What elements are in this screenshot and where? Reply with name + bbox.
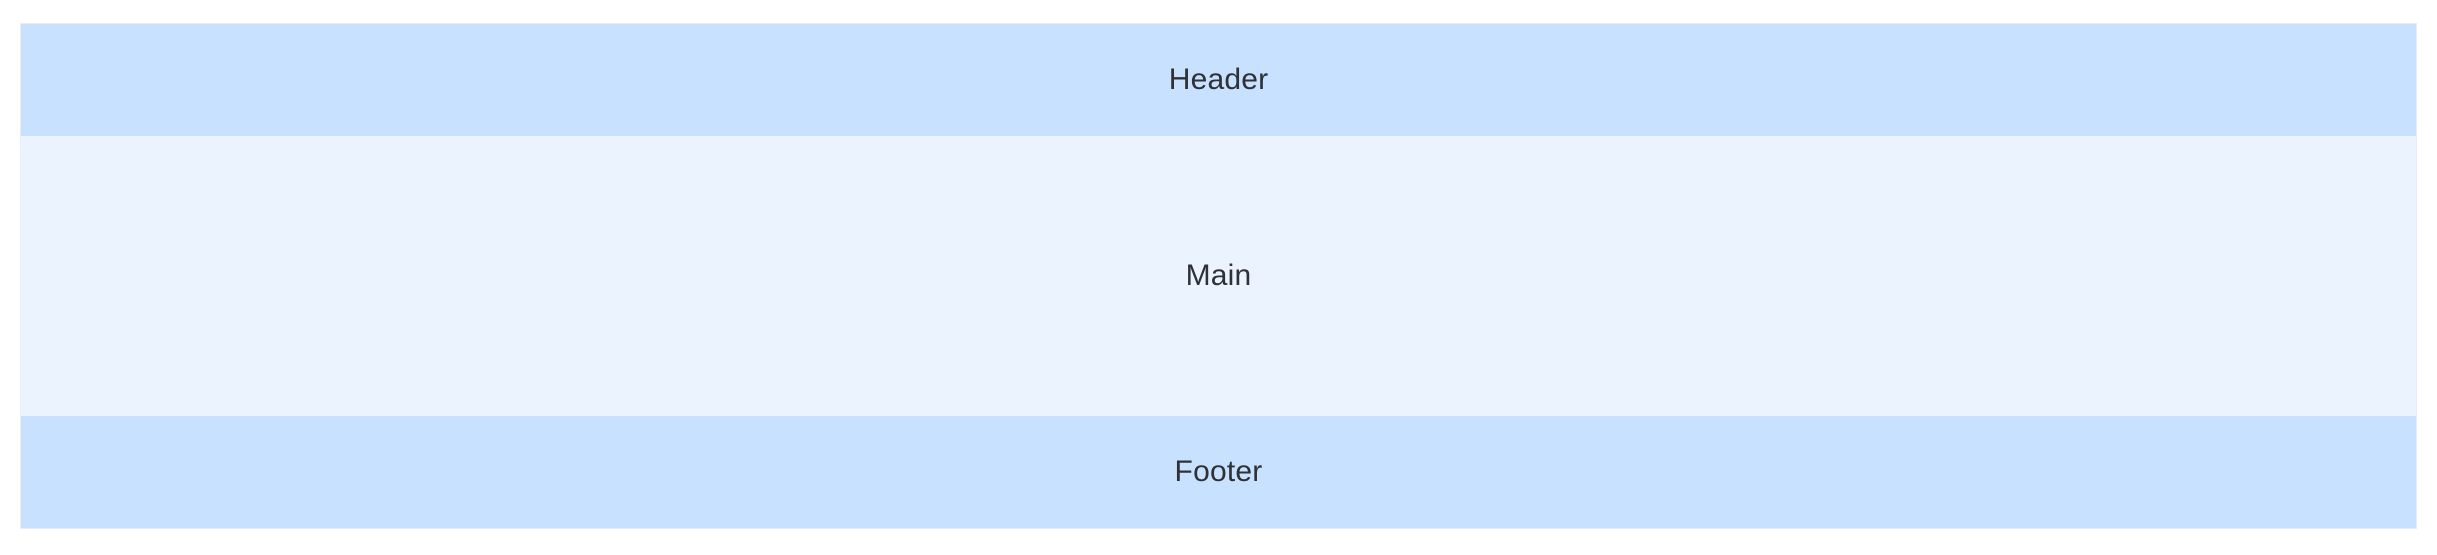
footer-label: Footer <box>1174 455 1263 488</box>
main-region: Main <box>21 136 2416 416</box>
page-layout: Header Main Footer <box>20 23 2417 529</box>
header-region: Header <box>21 24 2416 136</box>
footer-region: Footer <box>21 416 2416 528</box>
header-label: Header <box>1168 63 1269 96</box>
main-label: Main <box>1185 259 1252 292</box>
